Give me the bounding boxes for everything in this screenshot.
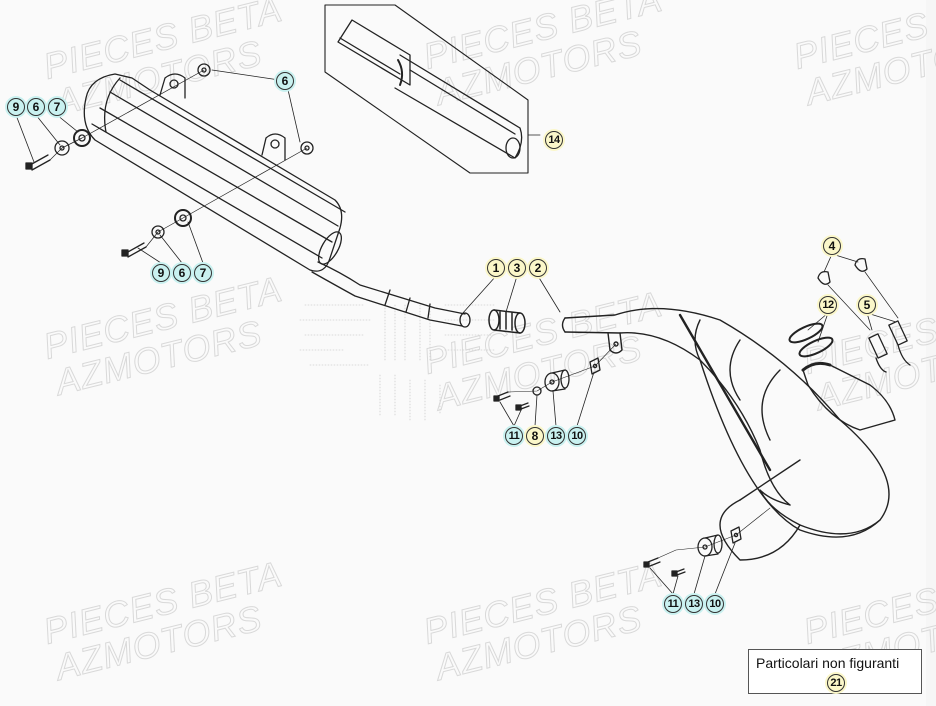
callout-badge-4[interactable]: 4 xyxy=(823,237,841,255)
dotted-logo xyxy=(299,304,496,421)
callout-badge-6[interactable]: 6 xyxy=(173,264,191,282)
hardware-middle xyxy=(493,343,617,411)
springs-orings xyxy=(788,257,911,373)
leader-lines xyxy=(15,69,897,595)
callout-badge-6[interactable]: 6 xyxy=(27,98,45,116)
callout-badge-9[interactable]: 9 xyxy=(7,98,25,116)
coupling-sleeve xyxy=(488,309,526,334)
callout-badge-3[interactable]: 3 xyxy=(508,259,526,277)
callout-badge-12[interactable]: 12 xyxy=(819,296,837,314)
callout-badge-13[interactable]: 13 xyxy=(685,595,703,613)
link-pipe xyxy=(311,261,471,328)
silencer xyxy=(83,73,346,272)
callout-badge-11[interactable]: 11 xyxy=(505,427,523,445)
expansion-chamber xyxy=(561,307,896,561)
callout-badge-14[interactable]: 14 xyxy=(545,131,563,149)
heat-shield-tube xyxy=(337,19,523,159)
callout-badge-10[interactable]: 10 xyxy=(568,427,586,445)
callout-badge-8[interactable]: 8 xyxy=(526,427,544,445)
callout-badge-2[interactable]: 2 xyxy=(529,259,547,277)
callout-badge-5[interactable]: 5 xyxy=(858,296,876,314)
hardware-lower xyxy=(643,507,771,577)
callout-badge-10[interactable]: 10 xyxy=(706,595,724,613)
hardware-top-left xyxy=(25,63,314,258)
callout-badge-1[interactable]: 1 xyxy=(487,259,505,277)
callout-badge-21[interactable]: 21 xyxy=(827,674,845,692)
callout-badge-7[interactable]: 7 xyxy=(48,98,66,116)
callout-badge-6[interactable]: 6 xyxy=(276,72,294,90)
legend-box: Particolari non figuranti 21 xyxy=(748,649,922,694)
inset-frame xyxy=(324,4,541,174)
callout-badge-11[interactable]: 11 xyxy=(664,595,682,613)
callout-badge-7[interactable]: 7 xyxy=(194,264,212,282)
callout-badge-13[interactable]: 13 xyxy=(547,427,565,445)
callout-badge-9[interactable]: 9 xyxy=(152,264,170,282)
legend-text: Particolari non figuranti xyxy=(756,655,900,671)
